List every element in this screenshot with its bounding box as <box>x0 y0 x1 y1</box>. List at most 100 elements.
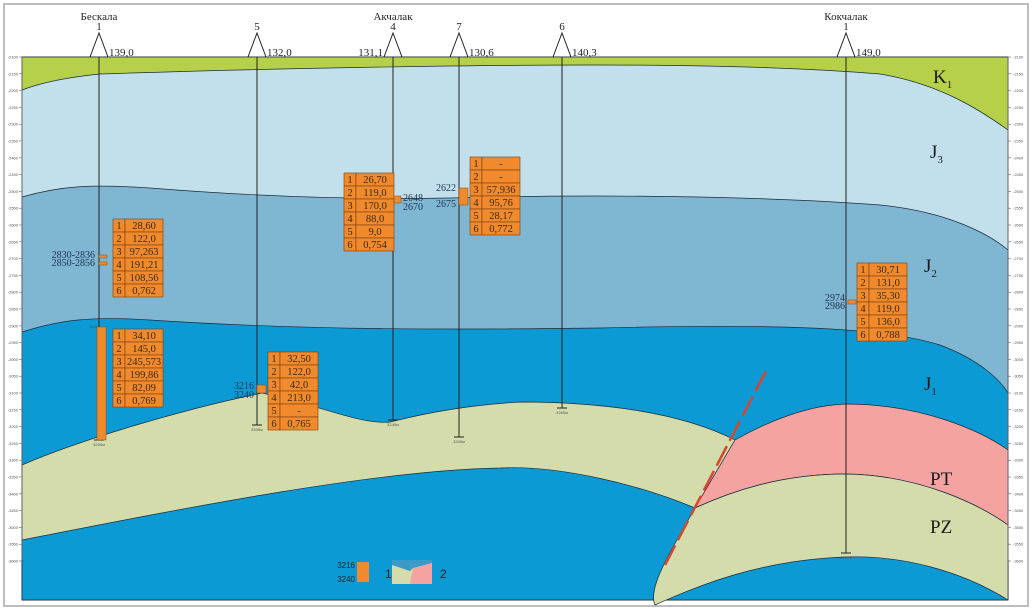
row-number: 5 <box>116 383 121 394</box>
axis-tick-label: -3500 <box>8 525 19 530</box>
axis-tick-label: -3250 <box>8 441 19 446</box>
layer-label-j1: J1 <box>924 374 937 398</box>
area-name: Кокчалак <box>824 11 868 23</box>
axis-tick-label: -2850 <box>1013 307 1024 312</box>
table-value: 34,10 <box>132 331 156 342</box>
row-number: 2 <box>347 188 352 199</box>
table-value: 0,762 <box>132 286 156 297</box>
table-cell <box>481 221 521 236</box>
well-symbol-icon <box>247 31 267 58</box>
well-bottom-label: 3250м <box>93 442 105 447</box>
axis-tick-label: -2300 <box>1013 122 1024 127</box>
row-number: 1 <box>860 265 865 276</box>
row-number: 5 <box>271 406 276 417</box>
table-value: 108,56 <box>130 273 159 284</box>
interval-depth: 2830-2836 <box>52 250 95 261</box>
table-value: 131,0 <box>876 278 900 289</box>
axis-tick-label: -3000 <box>8 357 19 362</box>
axis-tick-label: -3100 <box>1013 391 1024 396</box>
well-bottom-label: 3335м <box>251 427 263 432</box>
layer-label-k1: K1 <box>933 67 952 91</box>
axis-tick-label: -2600 <box>1013 223 1024 228</box>
interval-depth: 2670 <box>403 202 423 213</box>
axis-tick-label: -3300 <box>1013 458 1024 463</box>
table-value: 32,50 <box>287 354 311 365</box>
well-number: 5 <box>254 21 260 33</box>
table-cell <box>124 393 164 408</box>
table-value: 122,0 <box>287 367 311 378</box>
table-value: 245,573 <box>127 357 161 368</box>
row-number: 6 <box>347 240 352 251</box>
axis-tick-label: -2350 <box>1013 139 1024 144</box>
table-value: 57,936 <box>487 185 516 196</box>
layer-label-pz: PZ <box>930 517 952 538</box>
table-value: - <box>499 172 503 183</box>
table-value: 0,754 <box>363 240 387 251</box>
legend-label-1: 1 <box>385 567 392 581</box>
row-number: 4 <box>116 370 122 381</box>
axis-tick-label: -2550 <box>8 206 19 211</box>
table-value: 0,769 <box>132 396 156 407</box>
table-cell <box>355 237 395 252</box>
interval-depth: 2850-2856 <box>52 258 95 269</box>
axis-tick-label: -2250 <box>1013 105 1024 110</box>
row-number: 6 <box>271 419 276 430</box>
axis-tick-label: -3300 <box>8 458 19 463</box>
legend-interval-swatch <box>357 562 369 582</box>
axis-tick-label: -2100 <box>1013 55 1024 60</box>
row-number: 4 <box>347 214 353 225</box>
legend-label-2: 2 <box>440 567 447 581</box>
table-cell <box>868 327 908 342</box>
table-value: 122,0 <box>132 234 156 245</box>
well-number: 4 <box>390 21 396 33</box>
layer-label-j3: J3 <box>930 142 943 166</box>
well-number: 1 <box>96 21 102 33</box>
row-number: 1 <box>116 331 121 342</box>
well-bottom-label: 3720м <box>840 555 852 560</box>
axis-tick-label: -2500 <box>8 189 19 194</box>
row-number: 4 <box>116 260 122 271</box>
wellhead-elevation: 140,3 <box>572 47 597 59</box>
table-value: 199,86 <box>130 370 159 381</box>
legend-layers-swatch-pt <box>410 563 432 584</box>
axis-tick-label: -2900 <box>1013 323 1024 328</box>
axis-tick-label: -2350 <box>8 139 19 144</box>
well-bottom-label: 3280м <box>556 410 568 415</box>
table-value: 82,09 <box>132 383 156 394</box>
axis-tick-label: -3050 <box>8 374 19 379</box>
table-value: 97,263 <box>130 247 159 258</box>
figure-frame <box>3 3 1029 607</box>
row-number: 6 <box>860 330 865 341</box>
axis-tick-label: -2750 <box>8 273 19 278</box>
fault-line <box>663 366 770 566</box>
axis-tick-label: -2700 <box>1013 256 1024 261</box>
wellhead-elevation: 132,0 <box>267 47 292 59</box>
table-value: - <box>499 159 503 170</box>
table-value: 30,71 <box>876 265 900 276</box>
table-value: 0,788 <box>876 330 900 341</box>
perforation-interval <box>98 261 108 266</box>
table-value: 26,70 <box>363 175 387 186</box>
well-bottom-label: 3345м <box>453 439 465 444</box>
axis-tick-label: -2200 <box>1013 88 1024 93</box>
axis-tick-label: -3400 <box>1013 491 1024 496</box>
row-number: 6 <box>473 224 478 235</box>
axis-tick-label: -3350 <box>8 475 19 480</box>
interval-depth: 2986 <box>825 301 845 312</box>
axis-tick-label: -2850 <box>8 307 19 312</box>
table-value: - <box>297 406 301 417</box>
table-value: 95,76 <box>489 198 513 209</box>
axis-tick-label: -2750 <box>1013 273 1024 278</box>
row-number: 4 <box>473 198 479 209</box>
wellhead-elevation: 139,0 <box>109 47 134 59</box>
axis-tick-label: -3600 <box>1013 559 1024 564</box>
well-number: 1 <box>843 21 849 33</box>
row-number: 5 <box>860 317 865 328</box>
